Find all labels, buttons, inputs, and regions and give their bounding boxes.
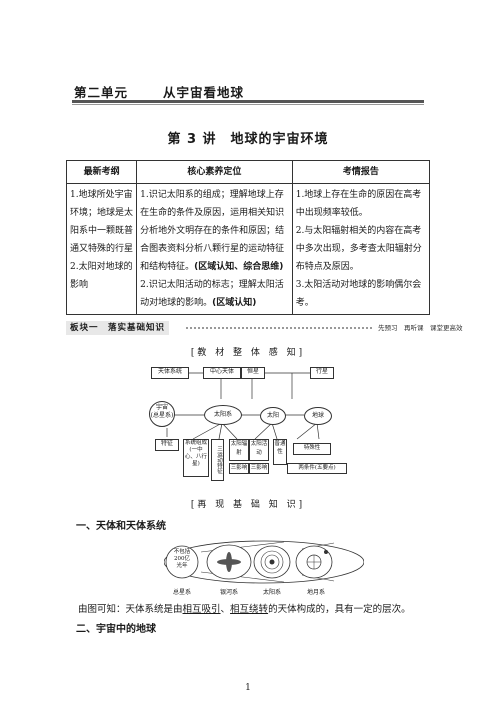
label-earth-moon: 地月系 <box>306 589 325 596</box>
syllabus-item: 1.地球所处宇宙环境；地球是太阳系中一颗既普通又特殊的行星 <box>70 190 134 254</box>
node-conditions: 两条件(五要点) <box>287 463 347 474</box>
node-special: 特殊性 <box>293 443 331 455</box>
literacy-item: 1.识记太阳系的组成；理解地球上存在生命的条件及原因，运用相关知识分析地外文明存… <box>140 190 285 272</box>
node-effects-2: 三影响 <box>249 463 269 474</box>
answer-blank-2: 相互绕转 <box>230 604 269 615</box>
node-sun: 太阳 <box>260 407 286 425</box>
block-divider <box>186 327 372 332</box>
node-composition: 系统组成(一中心、八行星) <box>183 439 209 477</box>
unit-rule-thin <box>72 104 424 105</box>
node-earth: 地球 <box>304 407 332 425</box>
heading-celestial-systems: 一、天体和天体系统 <box>76 521 166 532</box>
literacy-item: 2.识记太阳活动的标志；理解太阳活动对地球的影响。(区域认知) <box>140 280 284 308</box>
report-item: 1.地球上存在生命的原因在高考中出现频率较低。 <box>295 190 422 218</box>
answer-blank-1: 相互吸引 <box>182 604 221 615</box>
node-radiation: 太阳辐射 <box>229 439 249 461</box>
literacy-cell: 1.识记太阳系的组成；理解地球上存在生命的条件及原因，运用相关知识分析地外文明存… <box>136 183 293 315</box>
section-review: [再 现 基 础 知 识] <box>190 500 306 510</box>
page-number: 1 <box>245 683 251 693</box>
node-activity: 太阳活动 <box>249 439 269 461</box>
lesson-title: 第 3 讲 地球的宇宙环境 <box>167 132 329 147</box>
unit-label: 第二单元 <box>74 85 129 100</box>
block-tag: 板块一 落实基础知识 <box>66 321 170 335</box>
node-three-motions: 三运动特征 <box>211 439 224 481</box>
caption: 由图可知：天体系统是由相互吸引、相互绕转的天体构成的，具有一定的层次。 <box>78 604 411 615</box>
node-planet: 行星 <box>310 367 334 379</box>
node-central-body: 中心天体 <box>203 367 241 379</box>
node-celestial-system: 天体系统 <box>151 367 189 379</box>
unit-rule <box>72 100 424 103</box>
syllabus-cell: 1.地球所处宇宙环境；地球是太阳系中一颗既普通又特殊的行星 2.太阳对地球的影响 <box>65 183 138 315</box>
node-solar-system: 太阳系 <box>204 405 242 425</box>
unit-title: 从宇宙看地球 <box>163 85 245 100</box>
node-effects-1: 三影响 <box>229 463 249 474</box>
celestial-systems-figure: 不包括 200亿 光年 总星系 银河系 太阳系 地月系 <box>164 539 364 597</box>
report-cell: 1.地球上存在生命的原因在高考中出现频率较低。 2.与太阳辐射相关的内容在高考中… <box>291 183 431 315</box>
label-solar-system: 太阳系 <box>262 589 281 596</box>
node-star: 恒星 <box>241 367 265 379</box>
concept-diagram: 天体系统 中心天体 恒星 行星 宇宙 (总星系) 太阳系 太阳 地球 特征 系统… <box>147 363 349 491</box>
systems-graphic <box>164 540 364 584</box>
header-report: 考情报告 <box>291 160 431 184</box>
report-item: 2.与太阳辐射相关的内容在高考中多次出现，多考查太阳辐射分布特点及原因。 <box>295 226 422 272</box>
header-literacy: 核心素养定位 <box>136 160 293 184</box>
syllabus-item: 2.太阳对地球的影响 <box>70 262 133 290</box>
node-universe: 宇宙 (总星系) <box>149 401 175 427</box>
header-syllabus: 最新考纲 <box>65 160 138 184</box>
literacy-tag: (区域认知、综合思维) <box>194 262 284 272</box>
heading-earth-in-universe: 二、宇宙中的地球 <box>76 624 156 635</box>
label-universe: 总星系 <box>172 589 191 596</box>
node-ordinary: 普通性 <box>273 439 287 465</box>
section-overview: [教 材 整 体 感 知] <box>190 348 306 358</box>
literacy-tag: (区域认知) <box>212 298 257 308</box>
block-slogan: 先预习 再听课 课堂更高效 <box>378 324 463 332</box>
label-milky-way: 银河系 <box>219 589 238 596</box>
syllabus-table: 最新考纲 核心素养定位 考情报告 1.地球所处宇宙环境；地球是太阳系中一颗既普通… <box>65 160 431 315</box>
node-features: 特征 <box>155 439 179 451</box>
diagram-connectors <box>162 372 327 440</box>
report-item: 3.太阳活动对地球的影响偶尔会考。 <box>295 280 422 308</box>
galaxy-note: 不包括 200亿 光年 <box>173 549 191 569</box>
